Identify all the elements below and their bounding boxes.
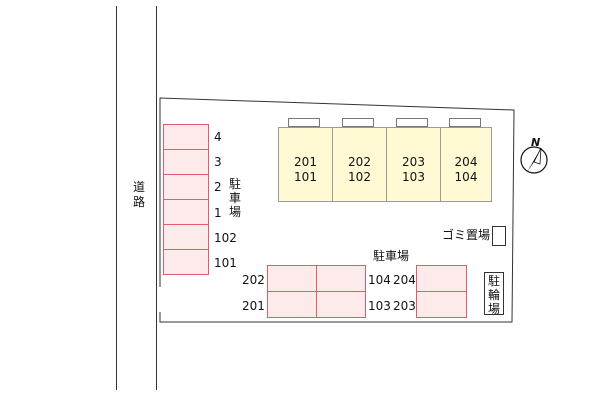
road-edge-left <box>116 6 117 390</box>
unit-lower-label: 102 <box>348 170 371 184</box>
left-parking-label: 駐車場 <box>228 177 241 219</box>
slot-label-2: 2 <box>214 180 222 194</box>
building-entrance-204 <box>449 118 481 127</box>
slot-label-104: 104 <box>368 273 391 287</box>
parking-slot-2 <box>163 174 209 200</box>
unit-upper-label: 203 <box>402 155 425 169</box>
slot-label-201: 201 <box>242 299 265 313</box>
parking-slot-204 <box>416 265 467 292</box>
slot-label-202: 202 <box>242 273 265 287</box>
road-label: 道路 <box>132 180 145 209</box>
parking-slot-4 <box>163 124 209 150</box>
compass-label: N <box>531 136 541 149</box>
parking-slot-3 <box>163 149 209 175</box>
bicycle-parking-box <box>484 272 504 315</box>
unit-lower-label: 101 <box>294 170 317 184</box>
building-entrance-202 <box>342 118 374 127</box>
parking-slot-202a <box>267 265 317 292</box>
slot-label-204: 204 <box>393 273 416 287</box>
parking-slot-203 <box>416 291 467 318</box>
slot-label-102: 102 <box>214 231 237 245</box>
parking-slot-202b <box>316 265 366 292</box>
parking-slot-102 <box>163 224 209 250</box>
compass-north-icon <box>520 146 548 174</box>
slot-label-203: 203 <box>393 299 416 313</box>
slot-label-101: 101 <box>214 256 237 270</box>
bottom-parking-label: 駐車場 <box>373 249 410 263</box>
road-edge-right <box>156 6 157 390</box>
unit-lower-label: 104 <box>454 170 478 184</box>
building-entrance-203 <box>396 118 428 127</box>
unit-upper-label: 204 <box>454 155 478 169</box>
parking-slot-201a <box>267 291 317 318</box>
unit-upper-label: 201 <box>294 155 317 169</box>
parking-slot-1 <box>163 199 209 225</box>
unit-203-103: 203 103 <box>386 127 441 202</box>
parking-slot-201b <box>316 291 366 318</box>
slot-label-3: 3 <box>214 155 222 169</box>
garbage-area-label: ゴミ置場 <box>442 228 491 242</box>
slot-label-1: 1 <box>214 206 222 220</box>
bicycle-parking-label: 駐輪場 <box>487 274 500 316</box>
unit-upper-label: 202 <box>348 155 371 169</box>
unit-lower-label: 103 <box>402 170 425 184</box>
garbage-area-box <box>492 226 506 246</box>
parking-slot-101 <box>163 249 209 275</box>
slot-label-4: 4 <box>214 130 222 144</box>
building-entrance-201 <box>288 118 320 127</box>
slot-label-103: 103 <box>368 299 391 313</box>
unit-204-104: 204 104 <box>440 127 492 202</box>
unit-201-101: 201 101 <box>278 127 333 202</box>
unit-202-102: 202 102 <box>332 127 387 202</box>
